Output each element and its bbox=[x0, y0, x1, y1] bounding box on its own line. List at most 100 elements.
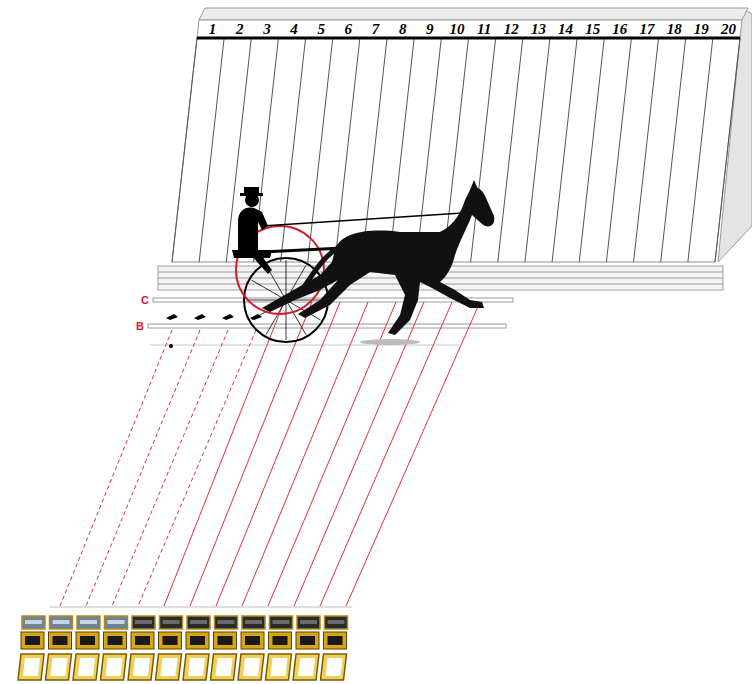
camera-stand bbox=[73, 654, 99, 680]
sight-line bbox=[164, 302, 284, 606]
camera-body bbox=[186, 632, 209, 649]
camera-stand bbox=[18, 654, 44, 680]
camera-stand bbox=[293, 654, 319, 680]
camera-stand bbox=[266, 654, 292, 680]
camera-lens bbox=[135, 620, 152, 624]
stall-number: 8 bbox=[399, 22, 407, 37]
stall-number: 12 bbox=[504, 22, 519, 37]
camera-body bbox=[49, 632, 72, 649]
stall-number: 13 bbox=[531, 22, 546, 37]
column-line bbox=[172, 38, 197, 262]
stall-number: 17 bbox=[639, 22, 654, 37]
camera-body bbox=[214, 632, 237, 649]
stall-number: 20 bbox=[721, 22, 736, 37]
camera-lens bbox=[53, 620, 70, 624]
camera-plate bbox=[245, 636, 260, 645]
camera-body bbox=[21, 632, 44, 649]
camera-plate bbox=[218, 636, 233, 645]
camera-lens bbox=[218, 620, 235, 624]
camera-stand-opening bbox=[188, 658, 205, 676]
sight-line bbox=[112, 330, 228, 606]
camera bbox=[183, 616, 210, 680]
column-line bbox=[199, 38, 224, 262]
column-line bbox=[552, 38, 577, 262]
camera bbox=[156, 616, 183, 680]
stall-number: 15 bbox=[585, 22, 600, 37]
camera-plate bbox=[273, 636, 288, 645]
camera-lens-box bbox=[132, 616, 155, 629]
camera-lens-box bbox=[242, 616, 265, 629]
camera-lens-box bbox=[22, 616, 45, 629]
camera bbox=[73, 616, 100, 680]
sight-line bbox=[86, 330, 200, 606]
camera-stand-opening bbox=[133, 658, 150, 676]
stall-number: 16 bbox=[612, 22, 627, 37]
camera-stand-opening bbox=[326, 658, 343, 676]
column-line bbox=[579, 38, 604, 262]
wire-letter: B bbox=[136, 321, 144, 332]
reins bbox=[262, 212, 478, 226]
camera bbox=[46, 616, 73, 680]
camera bbox=[18, 616, 45, 680]
sight-line bbox=[242, 302, 368, 606]
camera-body bbox=[269, 632, 292, 649]
trip-wire-b bbox=[148, 324, 506, 328]
camera-lens bbox=[245, 620, 262, 624]
wire-letter: C bbox=[141, 295, 149, 306]
stall-number: 11 bbox=[477, 22, 491, 37]
camera-stand bbox=[46, 654, 72, 680]
driver-leg bbox=[250, 248, 272, 274]
camera-floor bbox=[50, 607, 352, 608]
column-line bbox=[525, 38, 550, 262]
camera-lens bbox=[163, 620, 180, 624]
column-line bbox=[362, 38, 387, 262]
camera bbox=[266, 616, 293, 680]
stall-number: 3 bbox=[263, 22, 271, 37]
camera-row bbox=[18, 616, 348, 680]
stall-number: 5 bbox=[317, 22, 325, 37]
camera-stand bbox=[156, 654, 182, 680]
camera-lens-box bbox=[270, 616, 293, 629]
camera-lens-box bbox=[77, 616, 100, 629]
camera-plate bbox=[328, 636, 343, 645]
shadow bbox=[360, 339, 420, 345]
ground-line bbox=[150, 345, 460, 346]
sight-line bbox=[190, 302, 312, 606]
camera-body bbox=[296, 632, 319, 649]
camera-plate bbox=[190, 636, 205, 645]
camera bbox=[128, 616, 155, 680]
camera-lens-box bbox=[325, 616, 348, 629]
camera-body bbox=[76, 632, 99, 649]
camera-body bbox=[131, 632, 154, 649]
stall-number: 7 bbox=[372, 22, 380, 37]
column-line bbox=[416, 38, 441, 262]
camera bbox=[238, 616, 265, 680]
column-line bbox=[606, 38, 631, 262]
column-line bbox=[661, 38, 686, 262]
stall-number: 14 bbox=[558, 22, 573, 37]
sight-line bbox=[320, 302, 452, 606]
column-line bbox=[471, 38, 496, 262]
camera-lens bbox=[273, 620, 290, 624]
stall-number: 6 bbox=[345, 22, 353, 37]
dot bbox=[169, 344, 173, 348]
stall-number: 18 bbox=[667, 22, 682, 37]
camera-stand bbox=[321, 654, 347, 680]
horse-tail bbox=[302, 248, 338, 290]
backdrop-top bbox=[199, 8, 748, 20]
camera-stand bbox=[101, 654, 127, 680]
spoke bbox=[251, 280, 286, 300]
camera-lens bbox=[80, 620, 97, 624]
column-line bbox=[715, 38, 740, 262]
camera-stand bbox=[183, 654, 209, 680]
stall-number: 9 bbox=[426, 22, 434, 37]
camera-stand-opening bbox=[51, 658, 68, 676]
camera-body bbox=[241, 632, 264, 649]
camera-lens-box bbox=[297, 616, 320, 629]
camera-stand bbox=[238, 654, 264, 680]
camera bbox=[293, 616, 320, 680]
camera-lens-box bbox=[187, 616, 210, 629]
stall-number: 10 bbox=[449, 22, 464, 37]
